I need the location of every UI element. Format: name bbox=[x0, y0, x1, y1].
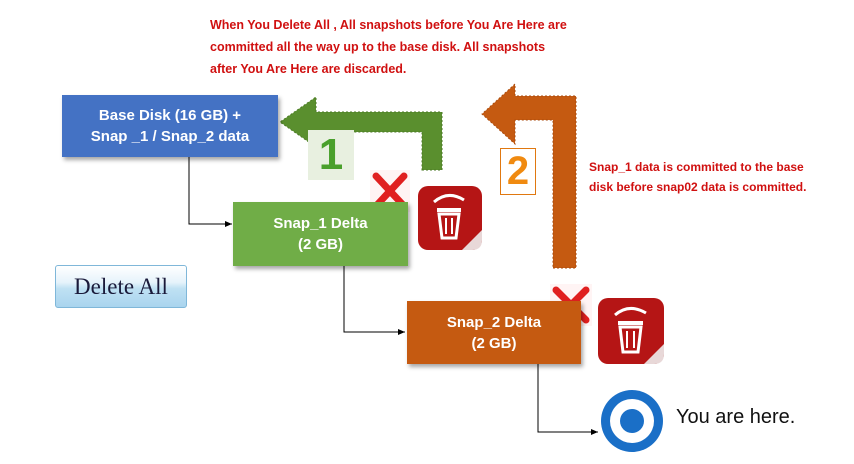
target-marker-icon bbox=[601, 390, 663, 452]
connector-snap1-to-snap2 bbox=[343, 266, 405, 335]
snap2-delta-label: Snap_2 Delta (2 GB) bbox=[446, 313, 542, 352]
top-note: When You Delete All , All snapshots befo… bbox=[210, 14, 610, 80]
top-note-line-3: after You Are Here are discarded. bbox=[210, 62, 407, 76]
connector-base-to-snap1 bbox=[188, 157, 232, 227]
step-2-badge: 2 bbox=[500, 148, 536, 195]
orange-commit-arrow bbox=[481, 82, 577, 269]
top-note-line-1: When You Delete All , All snapshots befo… bbox=[210, 18, 567, 32]
snap1-delta-label: Snap_1 Delta (2 GB) bbox=[273, 215, 368, 253]
step-1-badge: 1 bbox=[308, 130, 354, 180]
right-note: Snap_1 data is committed to the base dis… bbox=[589, 157, 849, 197]
you-are-here-label: You are here. bbox=[676, 406, 796, 428]
connector-snap2-to-marker bbox=[537, 364, 598, 435]
right-note-line-2: disk before snap02 data is committed. bbox=[589, 180, 807, 194]
recycle-bin-icon bbox=[598, 298, 664, 364]
recycle-bin-icon bbox=[418, 186, 482, 250]
green-commit-arrow bbox=[279, 96, 443, 171]
base-disk-label: Base Disk (16 GB) + Snap _1 / Snap_2 dat… bbox=[90, 107, 250, 145]
snap2-delta-node: Snap_2 Delta (2 GB) bbox=[407, 301, 581, 364]
delete-all-button[interactable]: Delete All bbox=[55, 265, 187, 308]
snap1-delta-node: Snap_1 Delta (2 GB) bbox=[233, 202, 408, 266]
right-note-line-1: Snap_1 data is committed to the base bbox=[589, 160, 804, 174]
base-disk-node: Base Disk (16 GB) + Snap _1 / Snap_2 dat… bbox=[62, 95, 278, 157]
top-note-line-2: committed all the way up to the base dis… bbox=[210, 40, 546, 54]
